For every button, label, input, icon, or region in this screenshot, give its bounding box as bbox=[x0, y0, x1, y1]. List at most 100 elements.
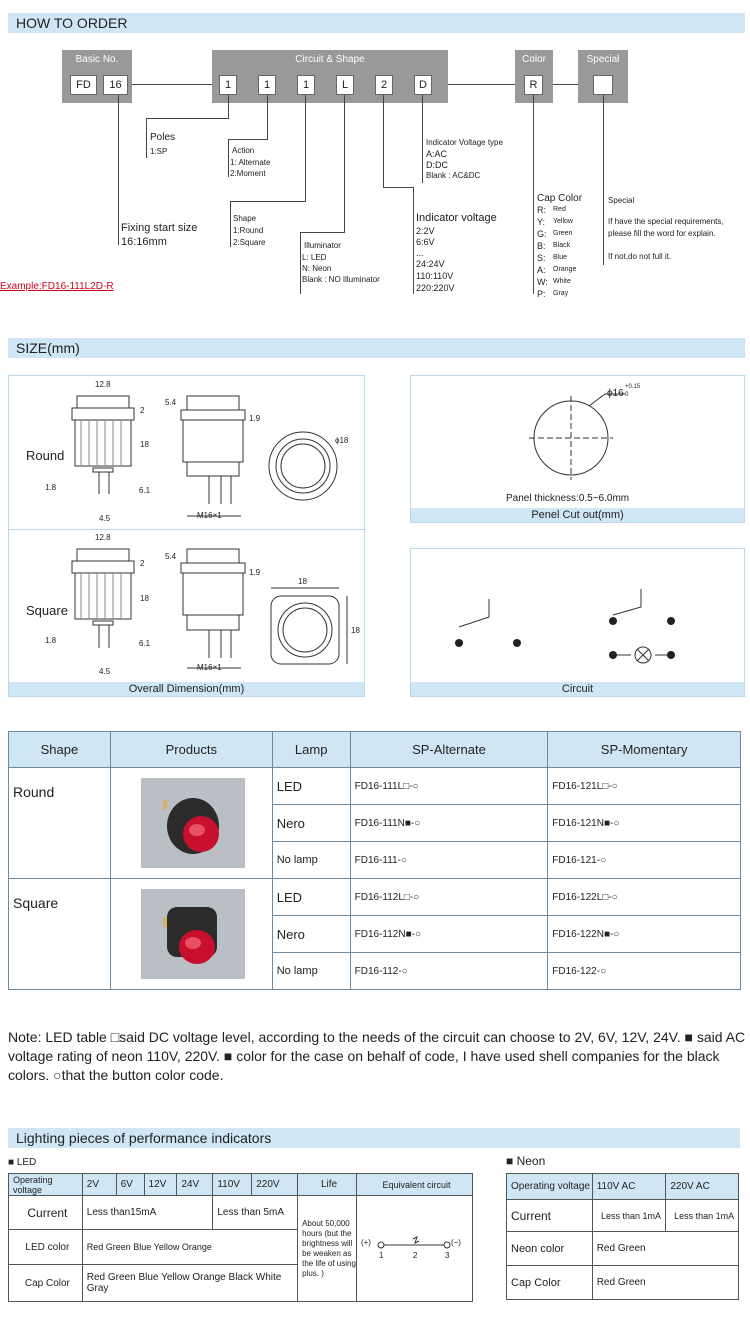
top-inner-circle bbox=[275, 438, 331, 494]
top-outer-circle bbox=[268, 431, 338, 501]
circuit-cell-2: 1 bbox=[258, 75, 276, 95]
lamp-cross bbox=[636, 648, 650, 662]
table-row: Square LED FD16-112L□-○ FD16-122L□-○ bbox=[8, 878, 741, 990]
round-label: Round bbox=[26, 448, 65, 463]
action-title: Action bbox=[232, 146, 255, 155]
cap-color-title: Cap Color bbox=[537, 193, 583, 204]
panel-divider bbox=[9, 529, 366, 530]
circuit-node bbox=[609, 617, 617, 625]
lamp-circle bbox=[634, 646, 652, 664]
cap-color-names: Red Yellow Green Black Blue Orange White… bbox=[553, 204, 576, 300]
neon-label: ■ Neon bbox=[506, 1154, 546, 1168]
overall-caption: Overall Dimension(mm) bbox=[9, 682, 364, 696]
cap-name: Blue bbox=[553, 254, 568, 261]
alt-code-cell: FD16-112-○ bbox=[349, 952, 549, 990]
top-cap-circle bbox=[280, 443, 326, 489]
panel-thickness: Panel thickness:0.5~6.0mm bbox=[506, 493, 630, 504]
voltage-cell: 12V bbox=[143, 1173, 178, 1196]
circuit-cell-3: 1 bbox=[297, 75, 315, 95]
dim-1-9-sq: 1.9 bbox=[249, 568, 261, 577]
cutout-centerlines bbox=[529, 396, 613, 480]
dim-12-8: 12.8 bbox=[95, 380, 111, 389]
voltage-type-line-2: D:DC bbox=[426, 160, 448, 170]
illuminator-line-3: Blank : NO Illuminator bbox=[302, 275, 380, 284]
switch-bezel-outline bbox=[71, 407, 135, 421]
alt-code-cell: FD16-112L□-○ bbox=[349, 878, 549, 916]
switch-lever-2 bbox=[612, 589, 642, 616]
current-low: Less than15mA bbox=[81, 1195, 214, 1230]
sq-front-pins bbox=[208, 630, 232, 658]
cap-code: W: bbox=[537, 277, 548, 287]
neon-cap-color-label: Cap Color bbox=[506, 1265, 593, 1300]
round-switch-illustration bbox=[163, 798, 220, 854]
leader-line bbox=[228, 139, 268, 140]
leader-line bbox=[228, 139, 229, 177]
sq-bezel-outline bbox=[71, 560, 135, 574]
dim-6-1-sq: 6.1 bbox=[139, 639, 151, 648]
cap-code: R: bbox=[537, 205, 546, 215]
leader-line bbox=[118, 95, 119, 245]
leader-line bbox=[146, 118, 147, 158]
neon-op-label: Operating voltage bbox=[506, 1173, 593, 1200]
product-table-header: Shape Products Lamp SP-Alternate SP-Mome… bbox=[8, 731, 741, 768]
indicator-voltage-title: Indicator voltage bbox=[416, 212, 497, 224]
sq-front-bezel bbox=[180, 562, 246, 574]
leader-line bbox=[383, 187, 413, 188]
circuit-node bbox=[455, 639, 463, 647]
cap-code: P: bbox=[537, 289, 546, 299]
table-row: LED color Red Green Blue Yellow Orange bbox=[8, 1229, 473, 1265]
mom-code-cell: FD16-122L□-○ bbox=[547, 878, 741, 916]
switch-body-outline bbox=[74, 419, 132, 467]
dim-1-8-sq: 1.8 bbox=[45, 636, 57, 645]
illuminator-title: Illuminator bbox=[304, 241, 341, 250]
panel-caption: Penel Cut out(mm) bbox=[411, 508, 744, 522]
thread-lines bbox=[80, 420, 122, 466]
round-switch-photo bbox=[141, 778, 246, 868]
neon-color-label: Neon color bbox=[506, 1231, 593, 1266]
neon-current-1: Less than 1mA bbox=[591, 1199, 667, 1232]
neon-colors: Red Green bbox=[591, 1231, 740, 1266]
special-note-line-2: please fill the word for explain. bbox=[608, 229, 716, 238]
product-photo-cell bbox=[109, 767, 273, 879]
table-row: Cap Color Red Green Blue Yellow Orange B… bbox=[8, 1264, 473, 1302]
cap-name: Green bbox=[553, 230, 573, 237]
dimension-drawing bbox=[71, 395, 348, 669]
cap-color-codes: R: Y: G: B: S: A: W: P: bbox=[537, 204, 548, 300]
leader-line bbox=[344, 95, 345, 232]
iv-line-6: 220:220V bbox=[416, 283, 455, 293]
iv-line-1: 2:2V bbox=[416, 226, 435, 236]
led-colors: Red Green Blue Yellow Orange bbox=[81, 1229, 299, 1265]
iv-line-2: 6:6V bbox=[416, 237, 435, 247]
example-code: Example:FD16-111L2D-R bbox=[0, 281, 114, 292]
special-note-line-3: If not,do not full it. bbox=[608, 252, 672, 261]
connector-line bbox=[553, 84, 578, 85]
neon-cap-colors: Red Green bbox=[591, 1265, 740, 1300]
circuit-drawing bbox=[455, 589, 675, 664]
leader-line bbox=[230, 201, 306, 202]
special-cell bbox=[593, 75, 613, 95]
front-body-outline bbox=[182, 419, 244, 463]
neon-header-row: Operating voltage 110V AC 220V AC bbox=[506, 1173, 739, 1200]
led-label: ■ LED bbox=[8, 1157, 37, 1168]
dim-6-1: 6.1 bbox=[139, 486, 151, 495]
voltage-cell: 220V bbox=[251, 1173, 299, 1196]
lamp-cell: Nero bbox=[271, 804, 351, 842]
neon-current-2: Less than 1mA bbox=[665, 1199, 739, 1232]
table-row: No lamp FD16-112-○ FD16-122-○ bbox=[9, 952, 741, 990]
basic-no-cell-1: FD bbox=[70, 75, 97, 95]
cap-name: Yellow bbox=[553, 218, 573, 225]
color-cell: R bbox=[524, 75, 543, 95]
sq-front-body bbox=[182, 572, 244, 616]
mom-code-cell: FD16-121N■-○ bbox=[547, 804, 741, 842]
alt-code-cell: FD16-111-○ bbox=[349, 841, 549, 879]
mom-code-cell: FD16-122N■-○ bbox=[547, 915, 741, 953]
cutout-dim: ϕ16 bbox=[607, 388, 624, 399]
life-text: About 50,000 hours (but the brightness w… bbox=[297, 1195, 357, 1302]
neon-v2: 220V AC bbox=[665, 1173, 739, 1200]
connector-line bbox=[132, 84, 212, 85]
voltage-cell: 6V bbox=[115, 1173, 145, 1196]
alt-code-cell: FD16-111N■-○ bbox=[349, 804, 549, 842]
shape-title: Shape bbox=[233, 214, 257, 223]
cap-code: S: bbox=[537, 253, 546, 263]
special-note-title: Special bbox=[608, 196, 635, 205]
